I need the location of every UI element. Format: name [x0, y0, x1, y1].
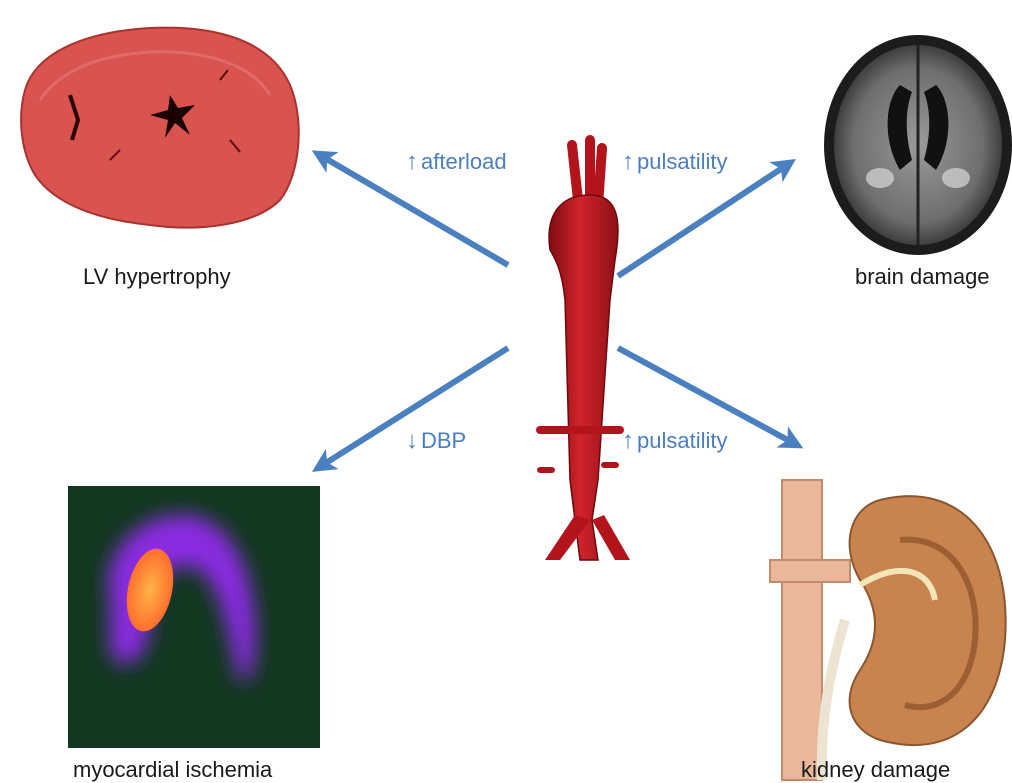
arrow-label-pulsatility-kidney: ↑pulsatility [622, 427, 727, 455]
arrow-label-afterload: ↑afterload [406, 148, 507, 176]
arrows [318, 154, 797, 468]
kidney-illustration-image [770, 480, 1006, 780]
arrow-label-text: afterload [421, 149, 507, 174]
arrow-label-text: pulsatility [637, 149, 727, 174]
arrow-label-text: DBP [421, 428, 466, 453]
arrow-to-brain-damage [618, 163, 790, 276]
down-arrow-icon: ↓ [406, 427, 418, 454]
brain-mri-image [824, 35, 1012, 255]
caption-myocardial-ischemia: myocardial ischemia [73, 757, 272, 783]
up-arrow-icon: ↑ [622, 148, 634, 175]
up-arrow-icon: ↑ [406, 148, 418, 175]
aorta-image [540, 140, 630, 560]
arrow-label-dbp: ↓DBP [406, 427, 466, 455]
arrow-label-text: pulsatility [637, 428, 727, 453]
myocardial-perfusion-image [68, 486, 320, 748]
up-arrow-icon: ↑ [622, 427, 634, 454]
caption-lv-hypertrophy: LV hypertrophy [83, 264, 231, 290]
heart-cross-section-image [21, 28, 299, 228]
arrow-label-pulsatility-brain: ↑pulsatility [622, 148, 727, 176]
caption-kidney-damage: kidney damage [801, 757, 950, 783]
caption-brain-damage: brain damage [855, 264, 990, 290]
